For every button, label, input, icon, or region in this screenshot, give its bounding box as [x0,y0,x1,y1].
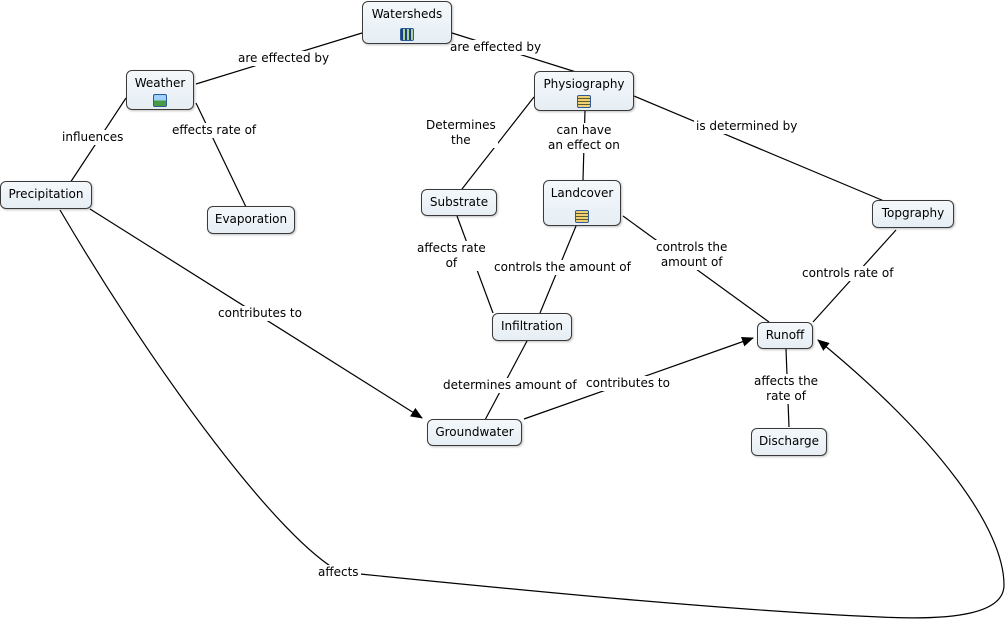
link-label-runoff-discharge: affects the rate of [752,374,821,404]
link-label-topgraphy-runoff: controls rate of [800,266,896,281]
link-label-infiltration-groundwater: determines amount of [441,378,579,393]
link-label-substrate-infiltration: affects rate of [415,241,488,271]
node-watersheds[interactable]: Watersheds [362,1,452,44]
document-icon[interactable] [577,95,591,108]
link-label-groundwater-runoff: contributes to [584,376,672,391]
link-label-landcover-runoff: controls the amount of [654,240,730,270]
node-substrate[interactable]: Substrate [421,189,497,216]
link-label-physiography-topgraphy: is determined by [694,119,800,134]
link-label-physiography-substrate: Determines the [424,118,498,148]
link-label-weather-evaporation: effects rate of [170,123,259,138]
link-label-physiography-landcover: can have an effect on [546,123,622,153]
film-icon[interactable] [400,28,414,41]
node-label: Infiltration [500,319,563,333]
node-label: Weather [134,76,186,90]
node-precipitation[interactable]: Precipitation [0,181,92,209]
node-discharge[interactable]: Discharge [751,428,827,456]
link-line-weather-evaporation [195,102,247,208]
node-groundwater[interactable]: Groundwater [427,419,522,446]
link-label-precipitation-groundwater: contributes to [216,306,304,321]
node-label: Substrate [429,195,489,209]
link-line-physiography-substrate [461,96,535,190]
link-line-precipitation-runoff [59,209,1005,619]
link-label-weather-precipitation: influences [60,130,126,145]
node-label: Physiography [543,77,625,91]
node-landcover[interactable]: Landcover [543,180,621,226]
node-label: Watersheds [371,7,443,21]
node-label: Evaporation [214,212,288,226]
node-label: Runoff [765,328,805,342]
link-line-physiography-topgraphy [633,95,885,202]
image-icon[interactable] [153,94,167,107]
link-label-watersheds-weather: are effected by [236,51,332,66]
node-label: Precipitation [8,187,84,201]
node-topgraphy[interactable]: Topgraphy [872,200,954,228]
document-icon[interactable] [575,210,589,223]
link-label-landcover-infiltration: controls the amount of [492,260,633,275]
link-label-watersheds-physiography: are effected by [448,40,544,55]
node-label: Topgraphy [881,206,945,220]
node-infiltration[interactable]: Infiltration [492,313,572,341]
node-label: Discharge [758,434,820,448]
link-label-precipitation-runoff: affects [316,565,361,580]
node-weather[interactable]: Weather [126,70,194,110]
node-label: Landcover [550,186,614,200]
node-runoff[interactable]: Runoff [757,322,813,349]
node-label: Groundwater [435,425,514,439]
node-evaporation[interactable]: Evaporation [207,206,295,234]
node-physiography[interactable]: Physiography [534,71,634,111]
